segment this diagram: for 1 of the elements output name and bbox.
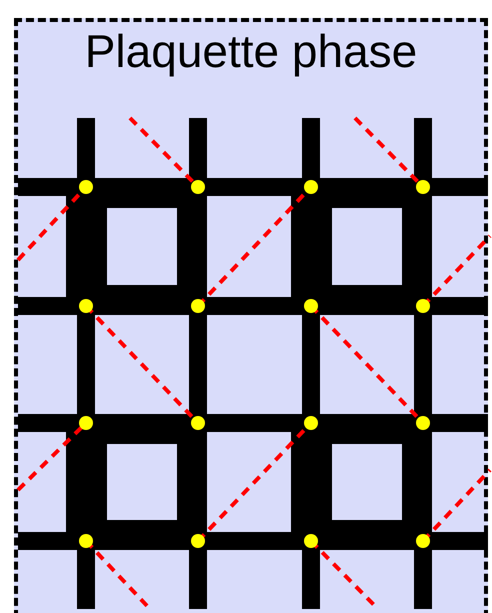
title: Plaquette phase [84,26,418,77]
